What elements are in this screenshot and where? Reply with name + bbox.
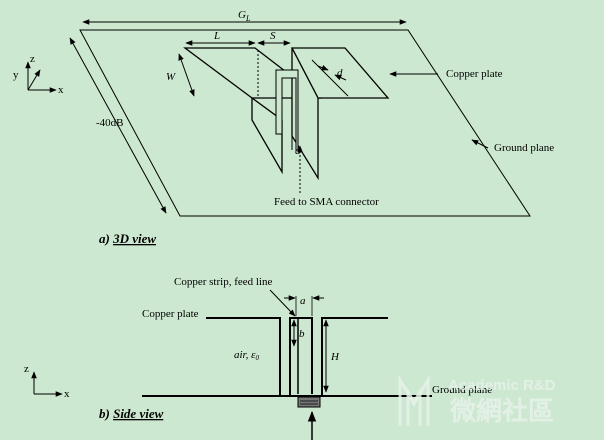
- side-right-plate: [321, 317, 388, 396]
- ground-plane-label: Ground plane: [494, 142, 554, 154]
- watermark-line1: Academic R&D: [448, 377, 556, 394]
- view-3d: GL -40dB L S W d d: [13, 9, 554, 246]
- svg-text:z: z: [30, 53, 35, 65]
- feed-label: Feed to SMA connector: [274, 196, 379, 208]
- svg-text:z: z: [24, 363, 29, 375]
- a-dimension-label: a: [300, 295, 306, 307]
- caption-3d-view: a) 3D view: [99, 231, 156, 246]
- b-dimension-label: b: [299, 328, 305, 340]
- axes-3d: z y x: [13, 53, 64, 96]
- side-left-plate: [206, 317, 281, 396]
- l-dimension-label: L: [213, 30, 220, 42]
- side-ground-plane-label: Ground plane: [432, 384, 492, 396]
- watermark-logo-icon: [398, 374, 430, 426]
- feed-strip: [275, 69, 299, 151]
- left-copper-wall: [251, 96, 283, 175]
- watermark: Academic R&D 微網社區: [398, 374, 556, 426]
- caption-side-view: b) Side view: [99, 406, 164, 421]
- side-feed-strip: [289, 317, 313, 396]
- axes-side: z x: [24, 363, 70, 400]
- d-dimension-label: d: [337, 67, 343, 79]
- s-dimension-label: S: [270, 30, 276, 42]
- watermark-line2: 微網社區: [449, 396, 554, 426]
- air-label: air, ε0: [234, 349, 259, 362]
- w-dimension-label: W: [166, 71, 176, 83]
- copper-plate-label: Copper plate: [446, 68, 503, 80]
- view-side: Copper strip, feed line a b H Copper pla…: [24, 276, 492, 440]
- svg-text:x: x: [58, 84, 64, 96]
- strip-label: Copper strip, feed line: [174, 276, 272, 288]
- sma-connector: [297, 396, 321, 408]
- gl-dimension-label: GL: [238, 9, 251, 23]
- strip-arrow: [269, 289, 296, 317]
- svg-text:x: x: [64, 388, 70, 400]
- h-dimension-label: H: [330, 351, 340, 363]
- side-copper-plate-label: Copper plate: [142, 308, 199, 320]
- diagonal-dimension-line: [69, 37, 167, 214]
- ground-plane-arrow: [471, 139, 489, 149]
- w-dimension-line: [178, 53, 195, 97]
- svg-text:y: y: [13, 69, 19, 81]
- gap-label: -40dB: [96, 117, 124, 129]
